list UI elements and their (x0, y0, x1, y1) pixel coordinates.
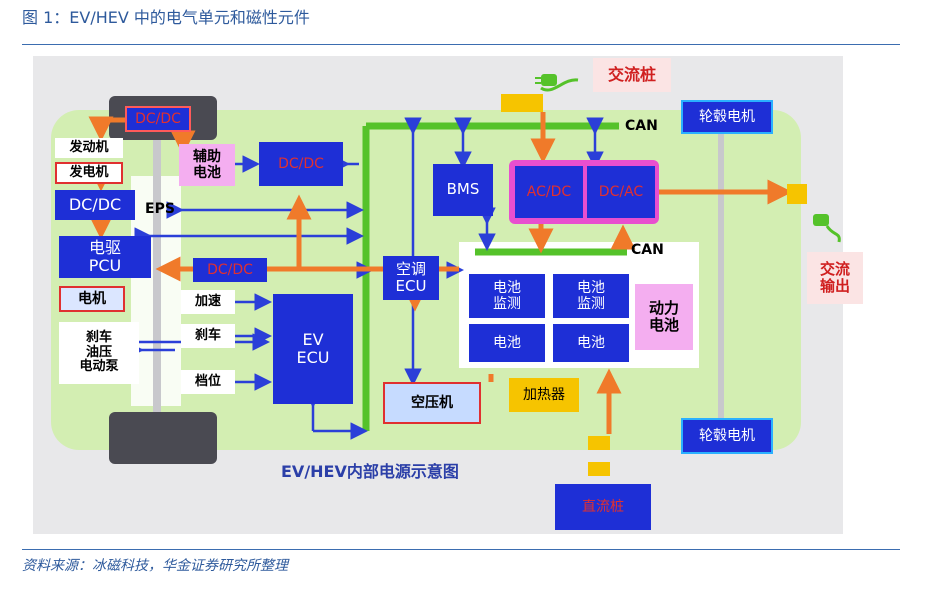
motor-box: 电机 (59, 286, 125, 312)
hub-motor-top: 轮毂电机 (681, 100, 773, 134)
figure-caption: 图 1：EV/HEV 中的电气单元和磁性元件 (22, 8, 310, 27)
dcdc-low-box: DC/DC (193, 258, 267, 282)
heater-box: 加热器 (509, 378, 579, 412)
generator-label: 发电机 (55, 162, 123, 184)
power-battery-box: 动力 电池 (635, 284, 693, 350)
battery-cell-2: 电池 (553, 324, 629, 362)
plug-icon-top (535, 74, 579, 92)
brake-pump-label: 刹车 油压 电动泵 (59, 322, 139, 384)
charging-pile-box: 交流桩 (593, 58, 671, 92)
ac-output-connector (787, 184, 807, 204)
compressor-box: 空压机 (383, 382, 481, 424)
brake-label: 刹车 (181, 324, 235, 348)
eps-label: EPS (145, 201, 175, 217)
ac-ecu-box: 空调 ECU (383, 256, 439, 300)
dcdc-mid-box: DC/DC (259, 142, 343, 186)
dc-connector-lower (588, 462, 610, 476)
dcdc-left-box: DC/DC (55, 190, 135, 220)
diagram-title: EV/HEV内部电源示意图 (281, 462, 459, 481)
plug-icon-right (813, 214, 841, 243)
top-rule (22, 44, 900, 45)
power-diagram: DC/DC 发动机 发电机 DC/DC EPS 电驱 PCU 电机 刹车 油压 … (33, 56, 863, 534)
ac-connector-top (501, 94, 543, 112)
bms-box: BMS (433, 164, 493, 216)
wheel-rear-left (109, 412, 217, 464)
bottom-rule (22, 549, 900, 550)
fast-charge-box: 直流桩 (555, 484, 651, 530)
can-label-top: CAN (625, 118, 658, 134)
source-note: 资料来源：冰磁科技，华金证券研究所整理 (22, 558, 288, 574)
accelerator-label: 加速 (181, 290, 235, 314)
ev-ecu-box: EV ECU (273, 294, 353, 404)
dc-connector-upper (588, 436, 610, 450)
aux-battery-box: 辅助 电池 (179, 144, 235, 186)
battery-monitor-1: 电池 监测 (469, 274, 545, 318)
engine-label: 发动机 (55, 138, 123, 158)
acdc-box: AC/DC (515, 166, 583, 218)
can-label-mid: CAN (631, 242, 664, 258)
gear-label: 档位 (181, 370, 235, 394)
ac-output-box: 交流 输出 (807, 252, 863, 304)
battery-cell-1: 电池 (469, 324, 545, 362)
hub-motor-bottom: 轮毂电机 (681, 418, 773, 454)
dcdc-top-box: DC/DC (125, 106, 191, 132)
drive-pcu-box: 电驱 PCU (59, 236, 151, 278)
dcac-box: DC/AC (587, 166, 655, 218)
battery-monitor-2: 电池 监测 (553, 274, 629, 318)
